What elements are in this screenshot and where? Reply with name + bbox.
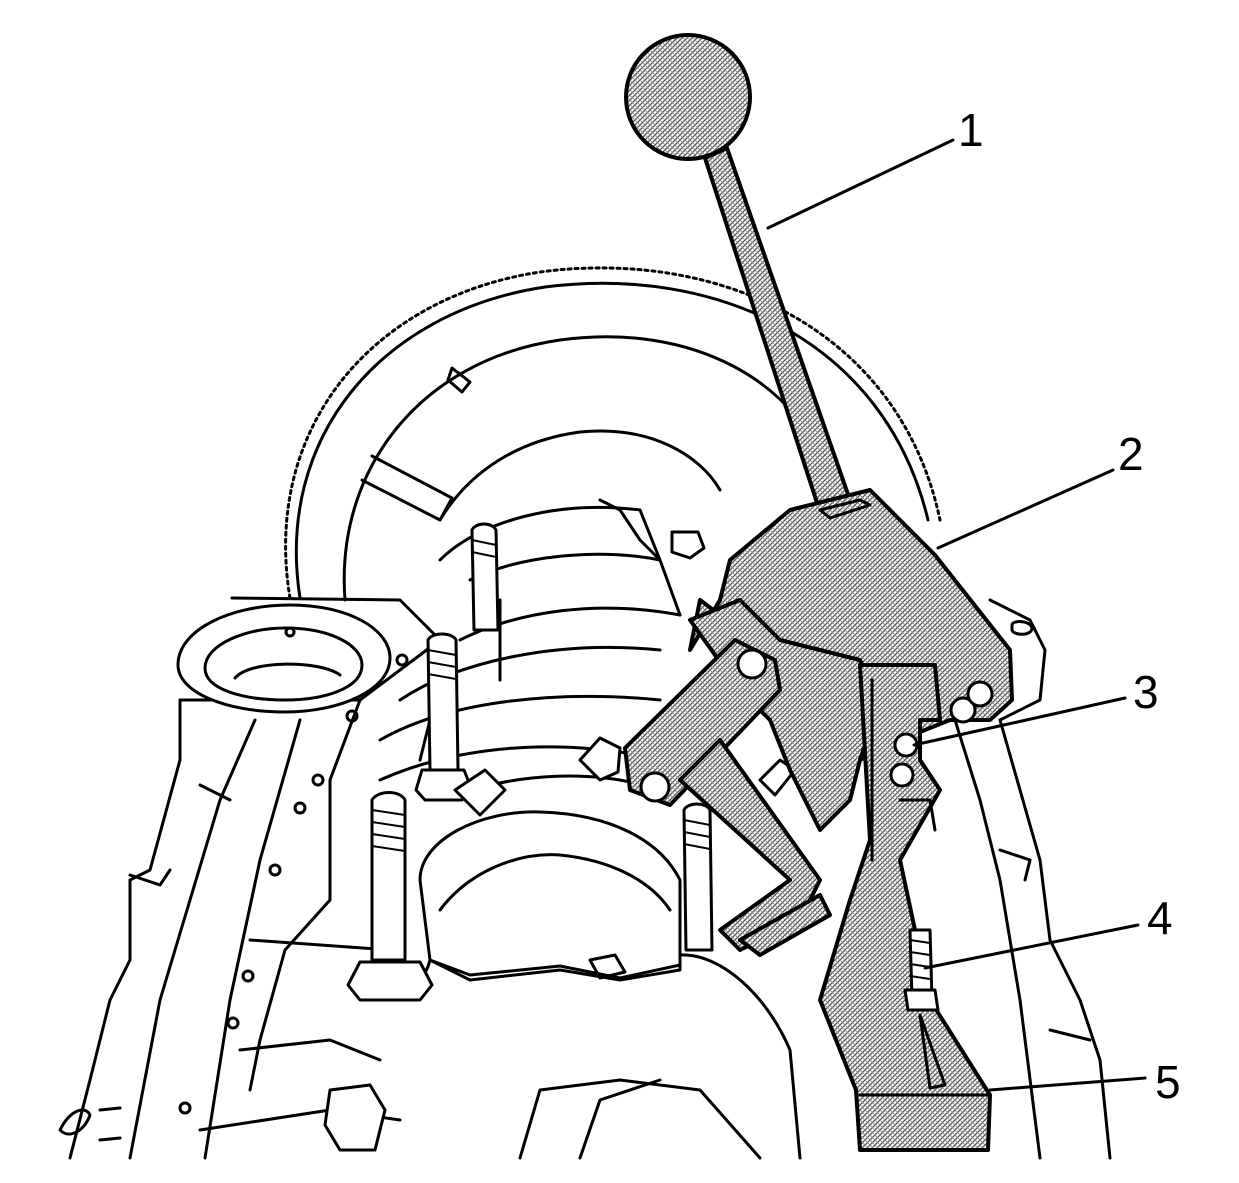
stud-center-front xyxy=(682,802,714,952)
flywheel-ring-gear xyxy=(284,266,942,600)
callout-1: 1 xyxy=(958,104,984,156)
block-bolt-holes xyxy=(178,626,409,1115)
callout-2: 2 xyxy=(1118,428,1144,480)
tool-adjusting-screw xyxy=(903,928,947,1090)
callout-3-leader xyxy=(912,696,1127,747)
callout-3: 3 xyxy=(1133,666,1159,718)
tool-arm-linkage xyxy=(623,638,832,957)
callout-5-leader xyxy=(988,1076,1147,1092)
callout-4: 4 xyxy=(1147,892,1173,944)
tool-pin xyxy=(889,732,919,788)
callout-2-leader xyxy=(936,468,1115,550)
tool-jaw xyxy=(818,663,992,1152)
callout-1-leader xyxy=(766,138,955,230)
stud-center-rear xyxy=(470,522,500,632)
callout-4-leader xyxy=(923,923,1140,970)
stud-left-rear xyxy=(426,632,460,772)
main-bearing-cap xyxy=(358,810,682,991)
stud-left-front xyxy=(370,791,407,962)
callout-5: 5 xyxy=(1155,1056,1181,1108)
flywheel xyxy=(284,266,942,602)
callout-leaders xyxy=(766,138,1147,1092)
callout-numbers: 1 2 3 4 5 xyxy=(958,104,1181,1108)
main-bearing-studs xyxy=(323,522,797,1152)
